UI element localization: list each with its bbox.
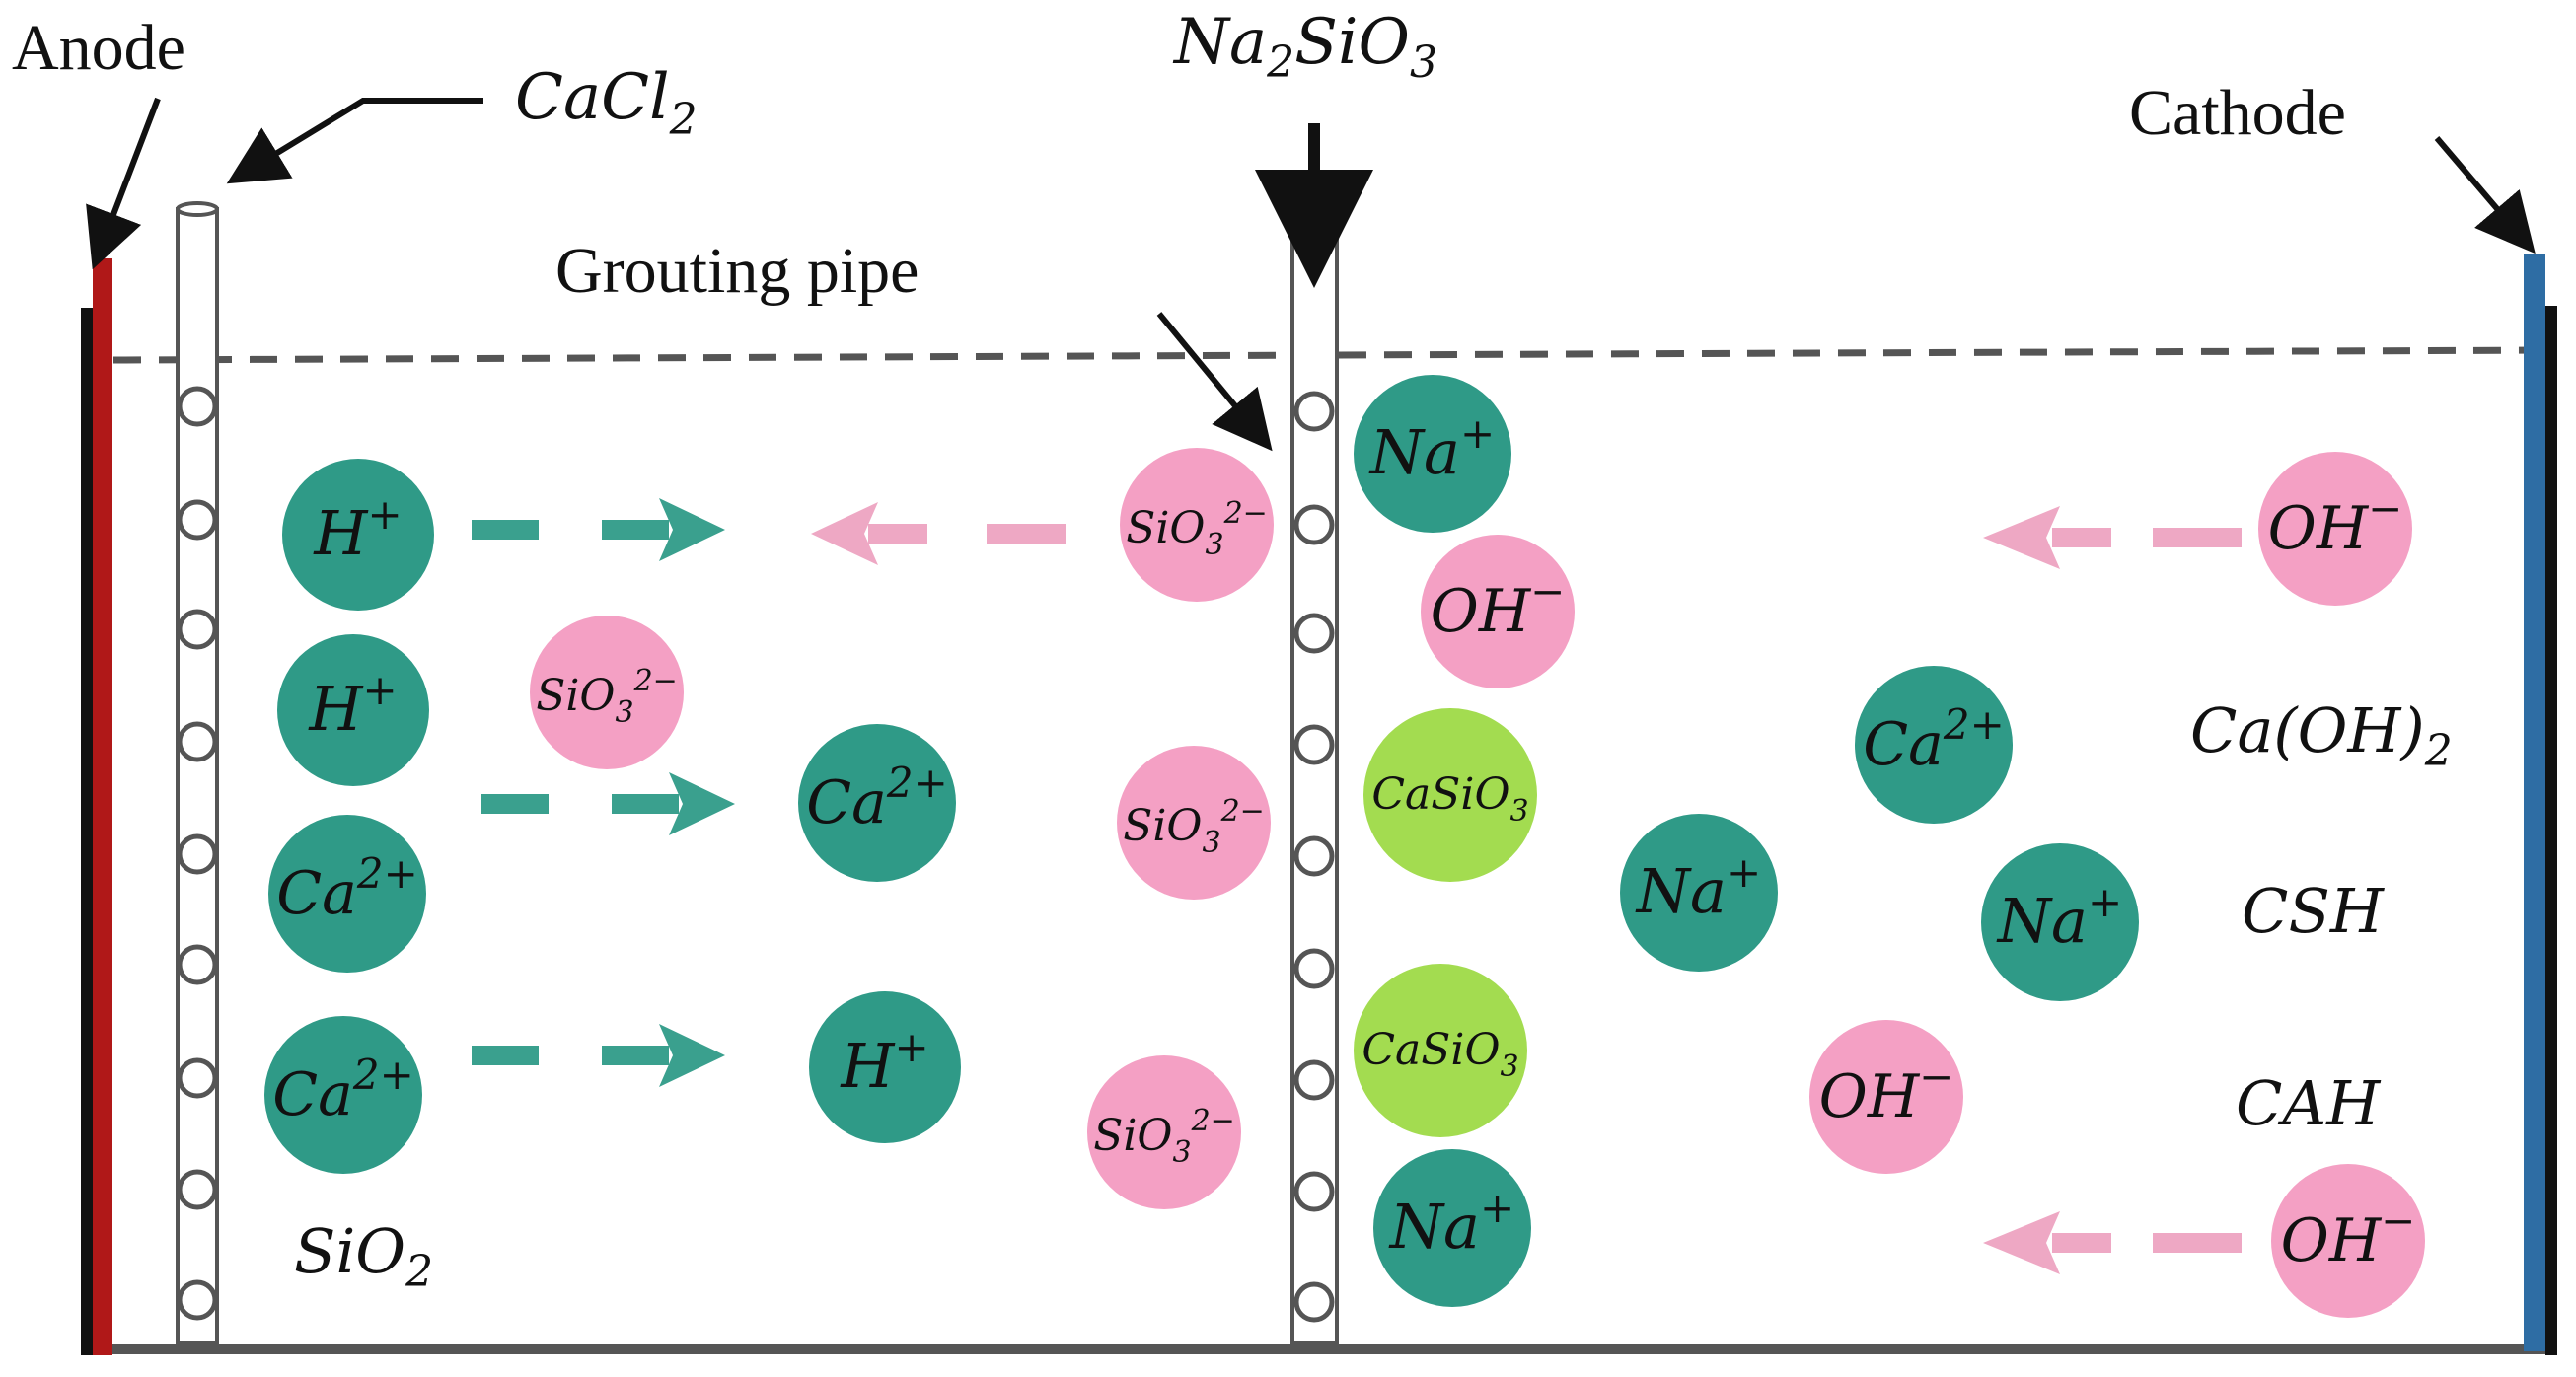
na2sio3-grouting-pipe — [1290, 207, 1339, 1345]
svg-text:Ca2+: Ca2+ — [806, 759, 948, 837]
pink-arrow-left — [1983, 506, 2242, 569]
migration-arrows — [472, 498, 2242, 1274]
sio3-ion: SiO32− — [1120, 448, 1274, 602]
svg-text:Na+: Na+ — [1368, 409, 1495, 488]
pink-arrow-left — [1983, 1211, 2242, 1274]
svg-text:Ca2+: Ca2+ — [276, 849, 418, 928]
svg-text:Ca2+: Ca2+ — [1863, 700, 2005, 779]
pipe-hole — [177, 386, 218, 427]
pipe-hole — [177, 721, 218, 762]
cathode-black-plate — [2545, 306, 2557, 1355]
sio3-ion: SiO32− — [1087, 1055, 1241, 1209]
svg-text:OH−: OH− — [1819, 1052, 1954, 1131]
pipe-hole — [177, 1279, 218, 1321]
svg-text:SiO32−: SiO32− — [1123, 794, 1265, 860]
teal-arrow-right — [481, 772, 735, 835]
callout-arrows — [86, 97, 2536, 452]
cathode-pointer-arrow — [2434, 136, 2536, 254]
svg-text:Ca2+: Ca2+ — [272, 1051, 414, 1129]
na-ion: Na+ — [1620, 814, 1778, 972]
na-ion: Na+ — [1354, 375, 1511, 533]
pipe-hole — [1293, 724, 1335, 765]
anode-label: Anode — [12, 12, 185, 84]
svg-text:SiO32−: SiO32− — [536, 664, 678, 730]
ca-ion: Ca2+ — [264, 1016, 422, 1174]
ions-layer: H+ H+ H+ Ca2+ Ca2+ Ca2+ Ca2+ — [264, 375, 2425, 1318]
sio3-ion: SiO32− — [530, 616, 684, 769]
casio3-precipitate: CaSiO3 — [1363, 708, 1537, 882]
cacl2-pointer-arrow — [226, 98, 483, 184]
svg-text:OH−: OH− — [2281, 1196, 2416, 1275]
svg-text:OH−: OH− — [2268, 484, 2403, 563]
caoh2-label: Ca(OH)2 — [2190, 694, 2453, 776]
pipe-hole — [177, 833, 218, 875]
soil-tank — [89, 346, 2555, 1354]
svg-text:Na+: Na+ — [1996, 878, 2122, 957]
pipe-hole — [177, 944, 218, 985]
oh-ion: OH− — [2271, 1164, 2425, 1318]
svg-text:SiO32−: SiO32− — [1126, 496, 1268, 562]
svg-text:OH−: OH− — [1431, 567, 1566, 646]
grouting-pipe-pointer-arrow — [1156, 312, 1273, 452]
svg-text:CaSiO3: CaSiO3 — [1362, 1025, 1518, 1084]
svg-text:Na+: Na+ — [1635, 848, 1761, 927]
svg-text:Na+: Na+ — [1388, 1184, 1514, 1263]
pipe-hole — [1293, 504, 1335, 545]
h-ion: H+ — [277, 634, 429, 786]
product-labels: Ca(OH)2 CSH CAH SiO2 — [294, 694, 2453, 1297]
pink-arrow-left — [811, 502, 1066, 565]
anode-red-plate — [93, 258, 112, 1355]
csh-label: CSH — [2242, 875, 2386, 947]
component-labels: Anode Cathode Grouting pipe CaCl2 Na2SiO… — [12, 6, 2346, 307]
cah-label: CAH — [2236, 1067, 2382, 1139]
svg-text:CaSiO3: CaSiO3 — [1371, 769, 1528, 829]
pipe-hole — [1293, 1059, 1335, 1101]
cacl2-injection-pipe — [176, 201, 219, 1345]
cacl2-pipe-top — [176, 201, 219, 217]
na-ion: Na+ — [1373, 1149, 1531, 1307]
cathode-blue-plate — [2524, 254, 2545, 1351]
svg-text:H+: H+ — [308, 666, 397, 745]
pipe-hole — [177, 609, 218, 650]
sio3-ion: SiO32− — [1117, 746, 1271, 900]
pipe-hole — [177, 499, 218, 541]
svg-text:H+: H+ — [313, 490, 402, 569]
grouting-pipe-label: Grouting pipe — [555, 235, 919, 307]
ca-ion: Ca2+ — [798, 724, 956, 882]
h-ion: H+ — [809, 991, 961, 1143]
na2sio3-pipe-holes — [1293, 391, 1335, 1323]
pipe-hole — [1293, 613, 1335, 654]
oh-ion: OH− — [1421, 535, 1575, 688]
cacl2-pipe-holes — [177, 386, 218, 1321]
pipe-hole — [1293, 391, 1335, 432]
cacl2-label: CaCl2 — [515, 61, 698, 145]
cathode-electrode — [2524, 254, 2557, 1355]
oh-ion: OH− — [2258, 452, 2412, 606]
pipe-hole — [177, 1057, 218, 1099]
pipe-hole — [1293, 948, 1335, 989]
h-ion: H+ — [282, 459, 434, 611]
pipe-hole — [177, 1169, 218, 1210]
anode-pointer-arrow — [86, 97, 161, 270]
na-ion: Na+ — [1981, 843, 2139, 1001]
teal-arrow-right — [472, 1024, 725, 1087]
ca-ion: Ca2+ — [268, 815, 426, 973]
ca-ion: Ca2+ — [1855, 666, 2013, 824]
teal-arrow-right — [472, 498, 725, 561]
na2sio3-label: Na2SiO3 — [1172, 6, 1437, 88]
sio2-label: SiO2 — [294, 1215, 433, 1297]
anode-electrode — [81, 258, 112, 1355]
anode-black-plate — [81, 308, 93, 1355]
svg-text:SiO32−: SiO32− — [1093, 1104, 1235, 1170]
oh-ion: OH− — [1809, 1020, 1963, 1174]
pipe-hole — [1293, 1171, 1335, 1212]
cathode-label: Cathode — [2129, 77, 2346, 149]
casio3-precipitate: CaSiO3 — [1354, 964, 1527, 1137]
pipe-hole — [1293, 835, 1335, 877]
pipe-hole — [1293, 1281, 1335, 1323]
svg-text:H+: H+ — [840, 1023, 928, 1102]
